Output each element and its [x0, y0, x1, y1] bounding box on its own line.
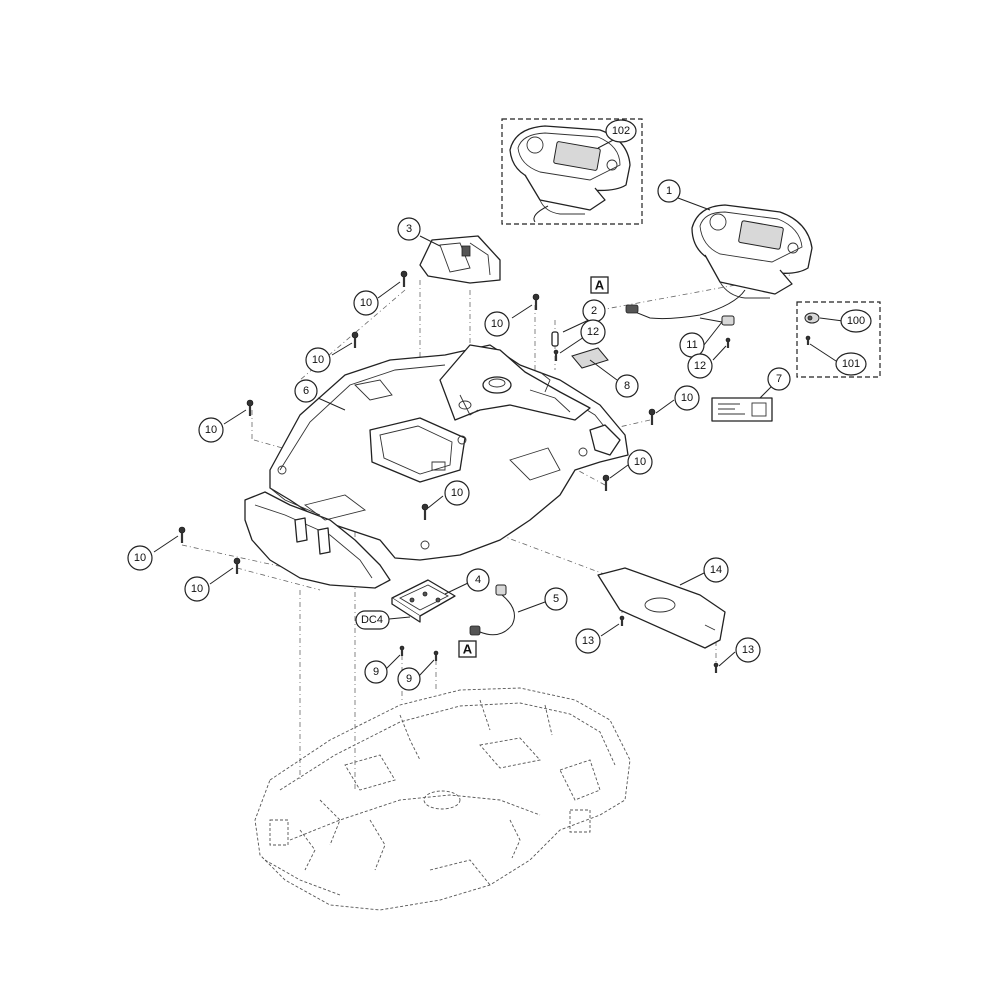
callout-12b: 12	[687, 353, 713, 379]
svg-text:10: 10	[134, 552, 146, 564]
svg-text:10: 10	[491, 318, 503, 330]
svg-text:5: 5	[553, 593, 559, 605]
callout-10b: 10	[484, 311, 510, 337]
callout-13a: 13	[575, 628, 601, 654]
screw-10f	[602, 474, 610, 491]
svg-text:11: 11	[686, 339, 697, 351]
svg-text:10: 10	[681, 392, 693, 404]
svg-text:12: 12	[694, 360, 706, 372]
svg-text:14: 14	[710, 564, 722, 576]
svg-text:13: 13	[582, 635, 594, 647]
housing-bumper	[244, 491, 391, 589]
screw-101	[805, 335, 811, 345]
rating-label	[711, 397, 773, 422]
svg-text:2: 2	[591, 305, 597, 317]
callout-14: 14	[703, 557, 729, 583]
callout-2: 2	[582, 299, 606, 323]
callout-10a: 10	[353, 290, 379, 316]
svg-text:4: 4	[475, 574, 481, 586]
callout-9a: 9	[364, 660, 388, 684]
svg-text:9: 9	[373, 666, 379, 678]
callout-11: 11	[679, 332, 705, 358]
screw-10d	[246, 399, 254, 416]
svg-text:10: 10	[205, 424, 217, 436]
callout-10h: 10	[127, 545, 153, 571]
cable-clip	[699, 317, 723, 323]
svg-text:DC4: DC4	[361, 614, 383, 626]
screw-10b	[532, 293, 540, 310]
marker-a-top: A	[590, 276, 609, 294]
callout-8: 8	[615, 374, 639, 398]
marker-a-bottom: A	[458, 640, 477, 658]
callout-10i: 10	[184, 576, 210, 602]
display-connector	[625, 304, 639, 314]
chassis-outline	[254, 687, 631, 911]
svg-text:9: 9	[406, 673, 412, 685]
screw-10g	[421, 503, 429, 520]
screw-10a	[400, 270, 408, 287]
svg-text:13: 13	[742, 644, 754, 656]
callout-12a: 12	[580, 319, 606, 345]
svg-text:1: 1	[666, 185, 672, 197]
screw-13a	[619, 615, 625, 626]
svg-text:101: 101	[842, 358, 860, 370]
knob-part-100	[804, 312, 820, 324]
svg-text:10: 10	[634, 456, 646, 468]
callout-1: 1	[657, 179, 681, 203]
svg-text:10: 10	[360, 297, 372, 309]
svg-text:A: A	[595, 278, 605, 293]
detail-frame-102	[501, 118, 643, 225]
svg-text:A: A	[463, 642, 473, 657]
svg-text:10: 10	[451, 487, 463, 499]
screw-13b	[713, 662, 719, 673]
screw-12b	[725, 337, 731, 348]
callout-100: 100	[840, 309, 872, 333]
svg-text:7: 7	[776, 373, 782, 385]
callout-101: 101	[835, 352, 867, 376]
svg-text:100: 100	[847, 315, 865, 327]
callout-10g: 10	[444, 480, 470, 506]
cover-part	[419, 235, 501, 284]
display-unit	[691, 204, 813, 299]
callout-10d: 10	[198, 417, 224, 443]
callout-10f: 10	[627, 449, 653, 475]
callout-10c: 10	[305, 347, 331, 373]
bottom-plate	[597, 567, 726, 649]
svg-text:8: 8	[624, 380, 630, 392]
callout-4: 4	[466, 568, 490, 592]
callout-10e: 10	[674, 385, 700, 411]
screw-9b	[433, 650, 439, 661]
svg-text:10: 10	[191, 583, 203, 595]
callout-5: 5	[544, 587, 568, 611]
callout-102: 102	[605, 119, 637, 143]
svg-text:10: 10	[312, 354, 324, 366]
leader-lines	[153, 136, 844, 677]
screw-10i	[233, 557, 241, 574]
screw-10e	[648, 408, 656, 425]
callout-6: 6	[294, 379, 318, 403]
sensor-cable	[469, 584, 515, 636]
svg-text:6: 6	[303, 385, 309, 397]
display-cable	[634, 289, 746, 320]
callout-9b: 9	[397, 667, 421, 691]
callout-7: 7	[767, 367, 791, 391]
pin-part	[551, 331, 559, 347]
callout-3: 3	[397, 217, 421, 241]
callout-dc4: DC4	[355, 610, 390, 630]
svg-text:102: 102	[612, 125, 630, 137]
small-label-part	[571, 347, 609, 369]
svg-text:12: 12	[587, 326, 599, 338]
detail-frame-100-101	[796, 301, 881, 378]
screws	[178, 270, 811, 673]
callout-13b: 13	[735, 637, 761, 663]
screw-10h	[178, 526, 186, 543]
circuit-board	[391, 579, 456, 623]
screw-9a	[399, 645, 405, 656]
screw-12a	[553, 349, 559, 361]
svg-text:3: 3	[406, 223, 412, 235]
screw-10c	[351, 331, 359, 348]
display-unit-alt	[509, 125, 631, 223]
